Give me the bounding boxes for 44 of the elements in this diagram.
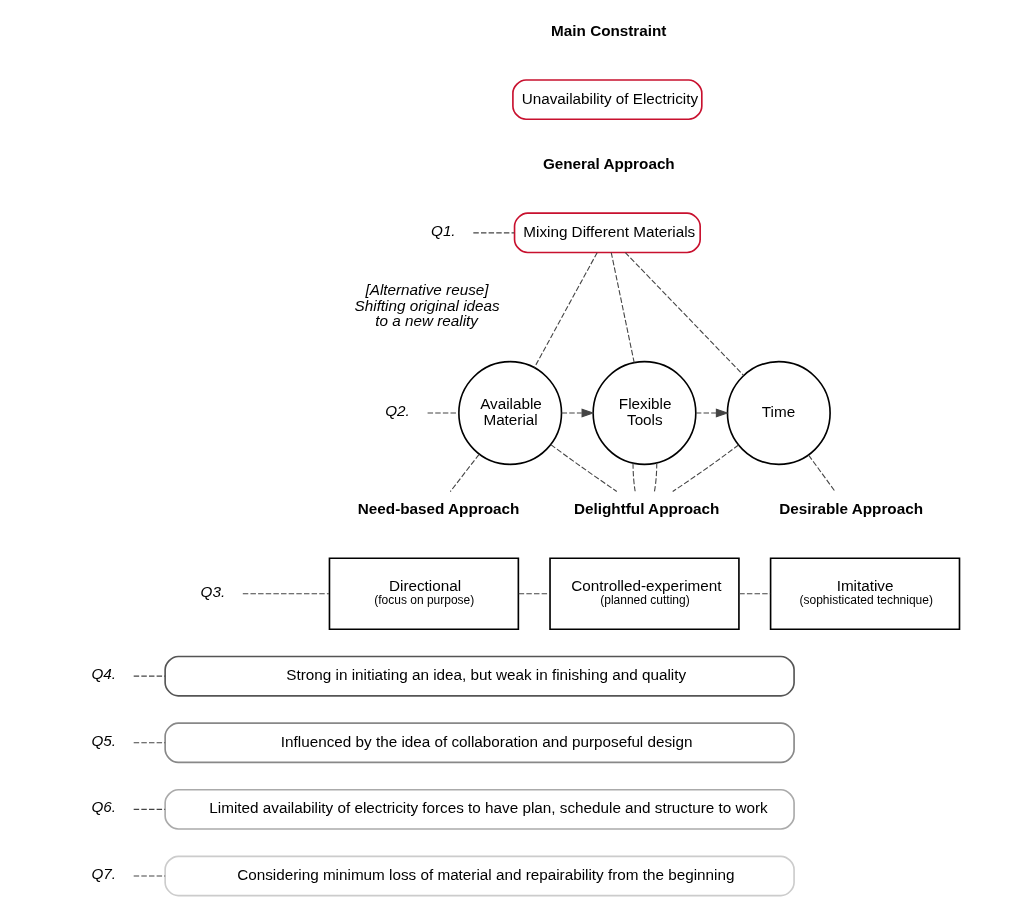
connector — [550, 443, 618, 492]
node-box: Imitative (sophisticated technique) — [769, 556, 961, 630]
node-box: Limited availability of electricity forces to have plan, schedule and structure to work — [164, 788, 795, 830]
node-text: Q5. — [91, 731, 117, 749]
connector — [624, 251, 745, 376]
connector — [672, 443, 740, 492]
node-text: Delightful Approach — [574, 499, 720, 517]
connector — [133, 808, 166, 810]
node-circle: Available Material — [458, 360, 563, 465]
connector — [133, 741, 166, 743]
node-box: Mixing Different Materials — [513, 211, 701, 253]
connector — [133, 675, 166, 677]
arrow — [695, 407, 729, 418]
node-text: Q3. — [200, 582, 226, 600]
connector — [610, 251, 635, 363]
node-text: Desirable Approach — [779, 499, 923, 517]
node-text: Q4. — [91, 664, 117, 682]
connector — [518, 592, 551, 594]
node-text: Q7. — [91, 864, 117, 882]
connector — [472, 231, 515, 233]
node-box: Strong in initiating an idea, but weak in finishing and quality — [164, 655, 795, 697]
connector — [449, 453, 480, 492]
node-box: Influenced by the idea of collaboration and purposeful design — [164, 721, 795, 763]
node-box: Controlled-experiment (planned cutting) — [549, 556, 740, 630]
connector — [653, 461, 658, 492]
node-text: Q2. — [385, 401, 410, 419]
label: General Approach — [542, 154, 675, 172]
connector — [427, 411, 460, 414]
node-text: Q1. — [431, 221, 456, 239]
node-circle: Flexible Tools — [592, 360, 697, 465]
node-text: Need-based Approach — [357, 499, 520, 517]
connector — [533, 251, 598, 368]
connector — [632, 462, 636, 492]
label: Main Constraint — [551, 21, 667, 39]
label: [Alternative reuse] Shifting original ideas to a new reality — [354, 280, 500, 329]
arrow — [561, 407, 595, 418]
node-box: Directional (focus on purpose) — [328, 556, 520, 630]
node-box: Considering minimum loss of material and repairability from the beginning — [164, 855, 795, 896]
connector — [738, 592, 771, 594]
connector — [808, 454, 836, 492]
connector — [242, 592, 330, 594]
node-box: Unavailability of Electricity — [512, 78, 703, 120]
node-text: Q6. — [91, 797, 117, 815]
node-circle: Time — [726, 360, 831, 465]
